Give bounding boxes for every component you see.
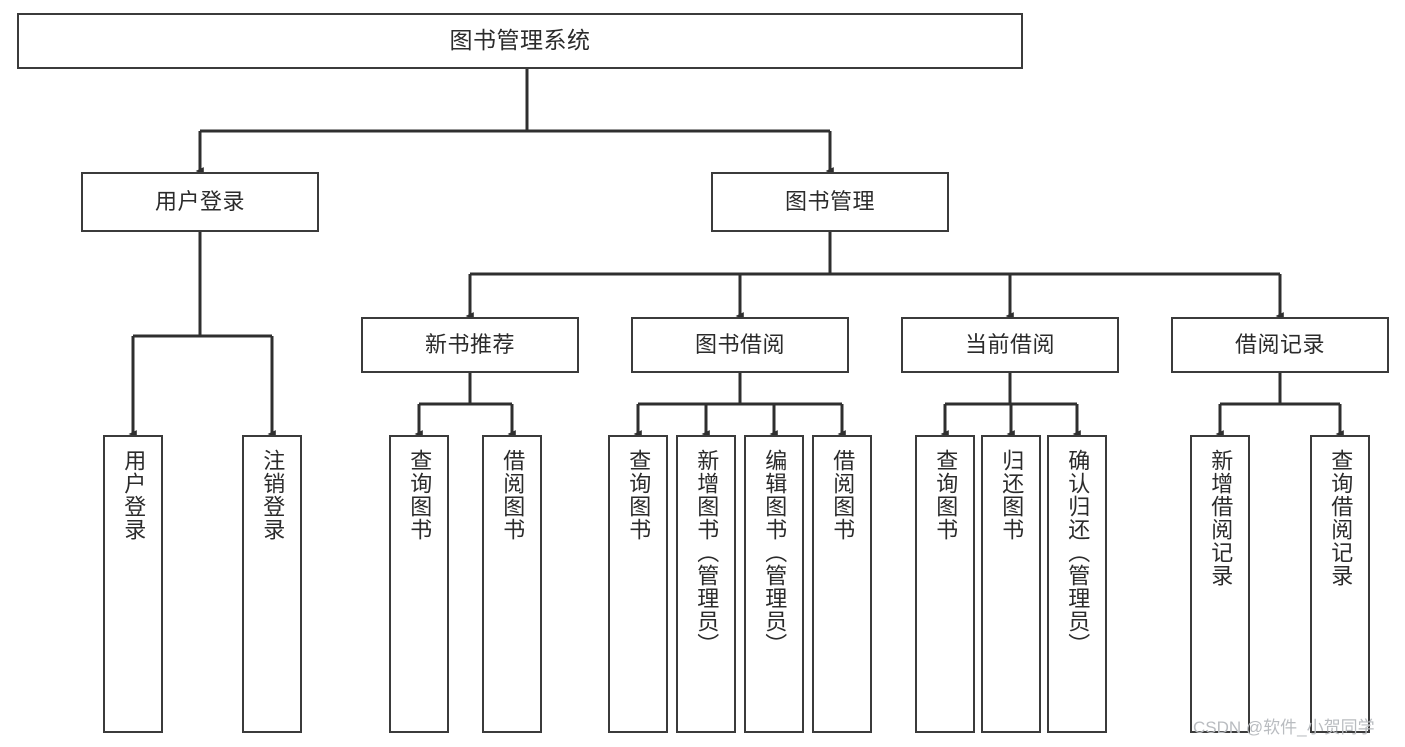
node-label: 注销登录 bbox=[260, 449, 286, 541]
node-leaf-query-book-current[interactable]: 查询图书 bbox=[915, 435, 975, 733]
node-label: 查询借阅记录 bbox=[1328, 449, 1354, 587]
node-label: 查询图书 bbox=[933, 449, 959, 541]
node-current-borrow[interactable]: 当前借阅 bbox=[901, 317, 1119, 373]
node-label: 新书推荐 bbox=[424, 331, 515, 357]
node-label: 图书管理 bbox=[784, 188, 875, 214]
node-label: 确认归还（管理员） bbox=[1065, 449, 1091, 656]
node-new-book-recommend[interactable]: 新书推荐 bbox=[361, 317, 579, 373]
node-label: 新增图书（管理员） bbox=[694, 449, 720, 656]
node-leaf-query-borrow-record[interactable]: 查询借阅记录 bbox=[1310, 435, 1370, 733]
node-label: 新增借阅记录 bbox=[1208, 449, 1234, 587]
node-leaf-query-book-rec[interactable]: 查询图书 bbox=[389, 435, 449, 733]
node-label: 借阅图书 bbox=[500, 449, 526, 541]
node-label: 借阅记录 bbox=[1234, 331, 1325, 357]
node-leaf-query-book-borrow[interactable]: 查询图书 bbox=[608, 435, 668, 733]
node-book-manage[interactable]: 图书管理 bbox=[711, 172, 949, 232]
connector-lines bbox=[128, 69, 1344, 438]
node-leaf-edit-book-admin[interactable]: 编辑图书（管理员） bbox=[744, 435, 804, 733]
node-leaf-borrow-book[interactable]: 借阅图书 bbox=[812, 435, 872, 733]
node-label: 用户登录 bbox=[121, 449, 147, 541]
node-leaf-add-borrow-record[interactable]: 新增借阅记录 bbox=[1190, 435, 1250, 733]
node-leaf-user-login[interactable]: 用户登录 bbox=[103, 435, 163, 733]
node-leaf-add-book-admin[interactable]: 新增图书（管理员） bbox=[676, 435, 736, 733]
node-label: 借阅图书 bbox=[830, 449, 856, 541]
node-label: 归还图书 bbox=[999, 449, 1025, 541]
node-root[interactable]: 图书管理系统 bbox=[17, 13, 1023, 69]
node-label: 图书管理系统 bbox=[449, 27, 591, 54]
node-label: 查询图书 bbox=[626, 449, 652, 541]
node-borrow-record[interactable]: 借阅记录 bbox=[1171, 317, 1389, 373]
node-leaf-confirm-return-admin[interactable]: 确认归还（管理员） bbox=[1047, 435, 1107, 733]
node-leaf-return-book[interactable]: 归还图书 bbox=[981, 435, 1041, 733]
node-label: 用户登录 bbox=[154, 188, 245, 214]
node-label: 当前借阅 bbox=[964, 331, 1055, 357]
node-leaf-borrow-book-rec[interactable]: 借阅图书 bbox=[482, 435, 542, 733]
node-leaf-logout[interactable]: 注销登录 bbox=[242, 435, 302, 733]
node-user-login[interactable]: 用户登录 bbox=[81, 172, 319, 232]
node-label: 查询图书 bbox=[407, 449, 433, 541]
node-book-borrow[interactable]: 图书借阅 bbox=[631, 317, 849, 373]
node-label: 图书借阅 bbox=[694, 331, 785, 357]
node-label: 编辑图书（管理员） bbox=[762, 449, 788, 656]
